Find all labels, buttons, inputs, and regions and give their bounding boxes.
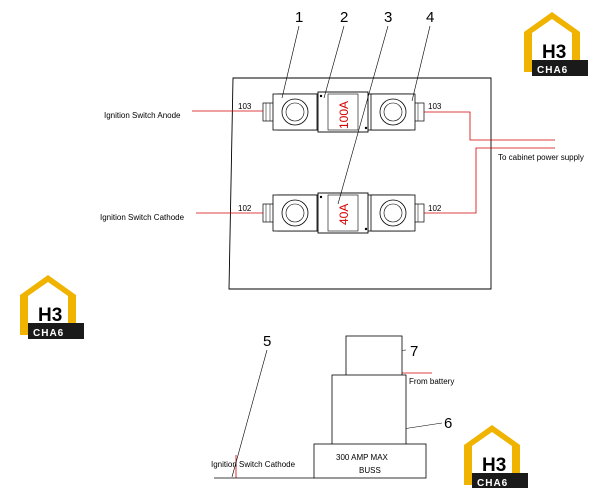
fuse-assembly-top: 100A: [262, 91, 425, 133]
callout-5: 5: [263, 333, 271, 350]
callout-1: 1: [295, 9, 303, 26]
callout-3: 3: [384, 9, 392, 26]
fuse-rating-bottom: 40A: [337, 204, 351, 225]
svg-text:H3: H3: [38, 305, 62, 326]
svg-text:H3: H3: [482, 455, 506, 476]
wiring: [192, 110, 555, 478]
svg-text:CHA6: CHA6: [537, 65, 568, 76]
label-cabinet-supply: To cabinet power supply: [498, 153, 584, 162]
wire-number-103-left: 103: [238, 102, 252, 111]
label-buss: BUSS: [359, 466, 381, 475]
svg-text:CHA6: CHA6: [33, 328, 64, 339]
fuse-assembly-bottom: 40A: [262, 192, 425, 234]
fuse-box-panel: [228, 77, 492, 290]
wire-number-102-right: 102: [428, 204, 442, 213]
svg-text:CHA6: CHA6: [477, 478, 508, 488]
label-from-battery: From battery: [409, 377, 454, 386]
wire-number-102-left: 102: [238, 204, 252, 213]
buss-assembly: [214, 335, 427, 479]
callout-4: 4: [426, 9, 434, 26]
svg-text:H3: H3: [542, 42, 566, 63]
callout-7: 7: [410, 343, 418, 360]
label-ignition-anode: Ignition Switch Anode: [104, 111, 181, 120]
callout-2: 2: [340, 9, 348, 26]
label-buss-rating: 300 AMP MAX: [336, 453, 389, 462]
watermark-logo-bottom-right: H3 CHA6: [464, 425, 528, 488]
label-ignition-cathode: Ignition Switch Cathode: [100, 213, 185, 222]
fuse-rating-top: 100A: [337, 101, 351, 129]
label-ignition-cathode-bottom: Ignition Switch Cathode: [211, 460, 296, 469]
watermark-logo-top-right: H3 CHA6: [524, 12, 588, 76]
watermark-logo-left: H3 CHA6: [20, 275, 84, 339]
callout-6: 6: [444, 415, 452, 432]
wire-number-103-right: 103: [428, 102, 442, 111]
